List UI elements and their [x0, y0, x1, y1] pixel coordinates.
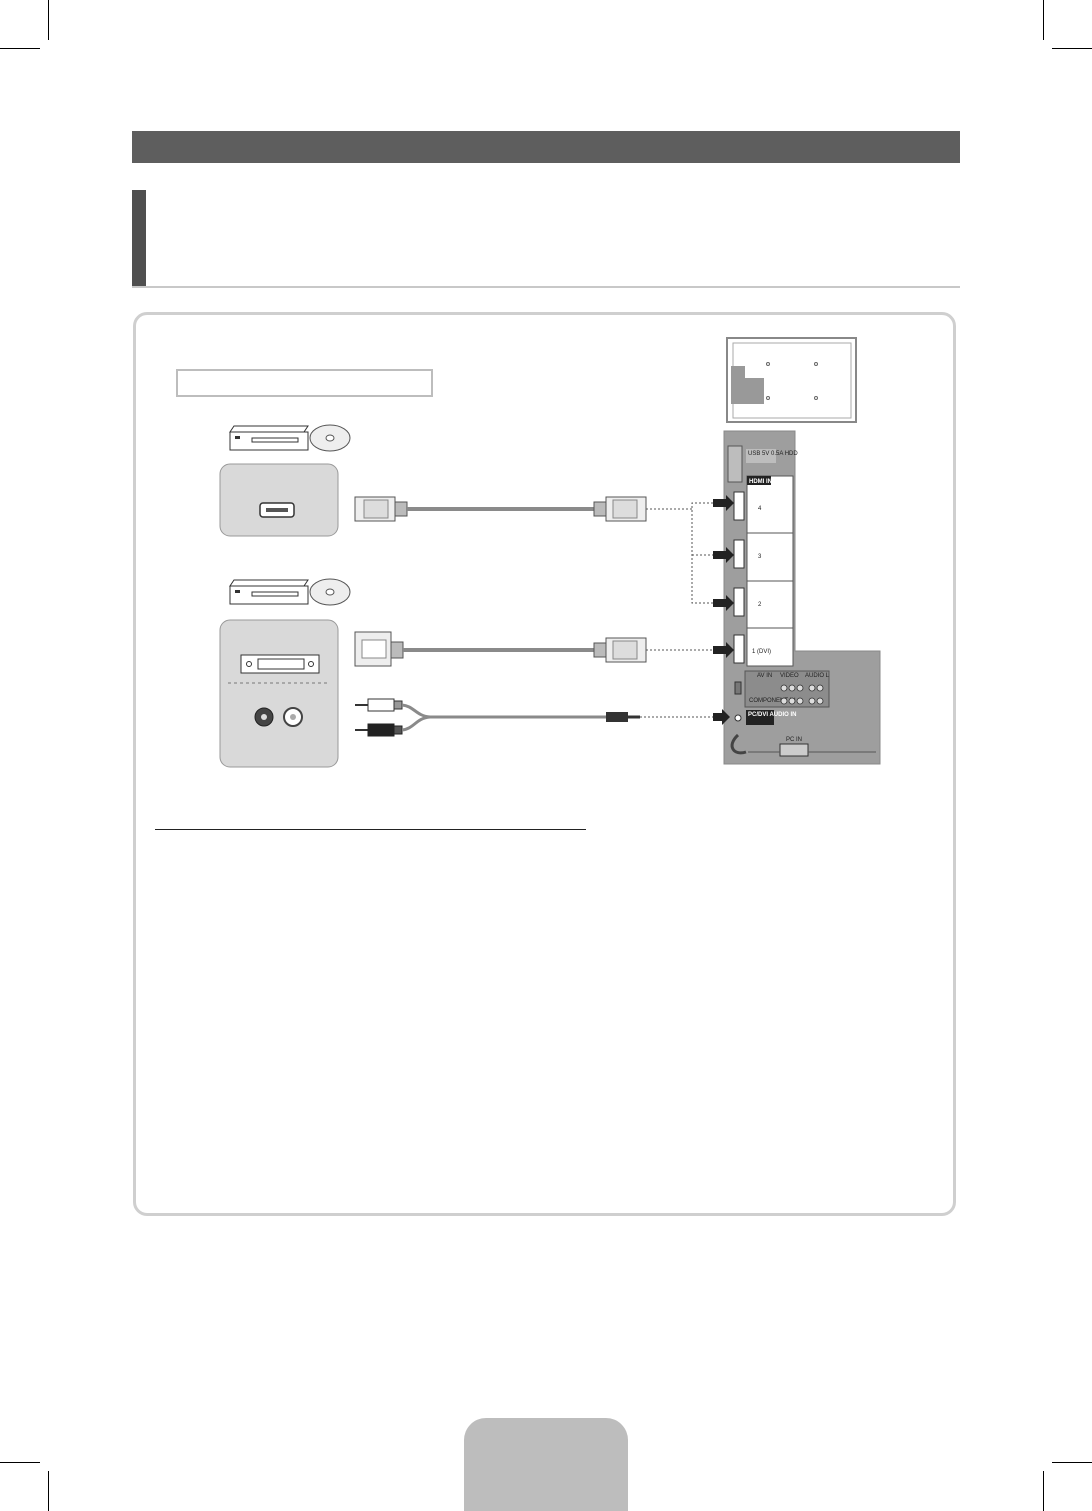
stereo-plug-icon	[606, 712, 628, 722]
hdmi-cable	[354, 496, 647, 522]
hdmi-port-label: 2	[758, 602, 762, 608]
crop-mark	[0, 48, 40, 49]
usb-label: USB 5V 0.5A HDD	[748, 451, 798, 457]
crop-mark	[1052, 48, 1092, 49]
hdmi-port-icon	[733, 491, 745, 521]
hdmi-port-icon	[733, 539, 745, 569]
note-divider	[155, 829, 586, 830]
audio-l-label: AUDIO L	[805, 673, 830, 679]
audio-cable	[355, 698, 640, 737]
crop-mark	[1043, 1471, 1044, 1511]
hdmi-port-label: 1 (DVI)	[752, 649, 771, 655]
crop-mark	[48, 1471, 49, 1511]
vga-port-icon	[779, 743, 809, 757]
crop-mark	[0, 1462, 40, 1463]
crop-mark	[1052, 1462, 1092, 1463]
rca-plug-icon	[367, 723, 395, 737]
disc-player-icon	[229, 424, 351, 452]
video-label: VIDEO	[780, 673, 799, 679]
title-divider	[132, 286, 960, 288]
tv-side-panel: USB 5V 0.5A HDD HDMI IN 4 3 2 1 (DVI) AV…	[723, 430, 881, 765]
connection-guide-lines	[640, 502, 713, 718]
hdmi-port-label: 4	[758, 506, 762, 512]
disc-player-icon	[229, 578, 351, 606]
section-header-bar	[132, 131, 960, 163]
rca-plug-icon	[367, 698, 395, 712]
hdmi-in-header: HDMI IN	[749, 479, 772, 485]
pc-audio-label: PC/DVI AUDIO IN	[748, 712, 796, 718]
page-number-tab	[464, 1418, 628, 1511]
component-label: COMPONENT IN	[749, 698, 796, 704]
hdmi-port-label: 3	[758, 554, 762, 560]
audio-jack-icon	[734, 714, 742, 722]
arrow-right-icon	[713, 495, 734, 725]
device-label-box	[176, 369, 433, 397]
pc-in-label: PC IN	[786, 737, 802, 743]
dvi-hdmi-cable	[354, 631, 647, 667]
tv-rear-thumbnail	[726, 337, 857, 423]
crop-mark	[1043, 0, 1044, 40]
device-hdmi-panel	[219, 463, 339, 537]
av-in-label: AV IN	[757, 673, 772, 679]
hdmi-port-icon	[733, 634, 745, 664]
title-accent-bar	[132, 190, 146, 286]
hdmi-port-icon	[733, 587, 745, 617]
device-dvi-panel	[219, 619, 339, 768]
crop-mark	[48, 0, 49, 40]
